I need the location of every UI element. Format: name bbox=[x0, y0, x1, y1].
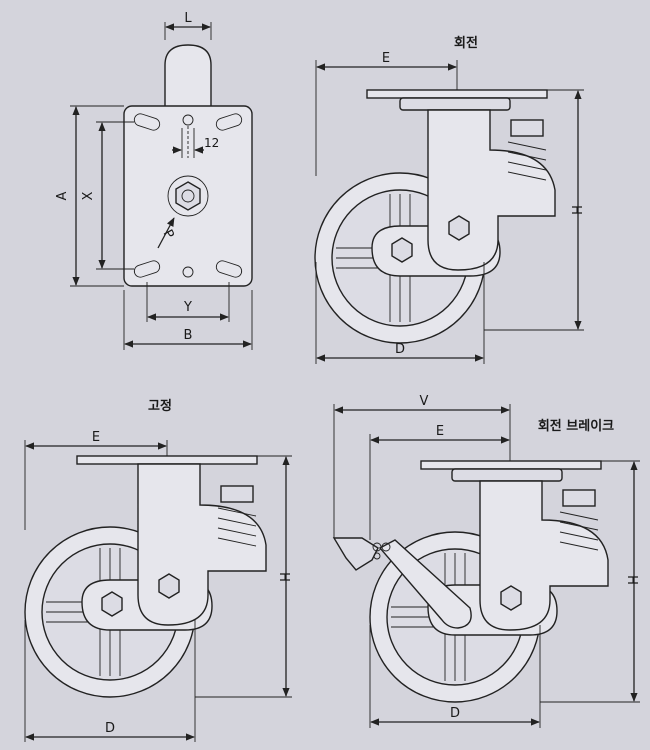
caption-swivel: 회전 bbox=[454, 35, 478, 51]
label-E-swivel: E bbox=[382, 51, 390, 66]
hole-top bbox=[182, 114, 194, 126]
mounting-slots bbox=[133, 113, 243, 278]
label-Y: Y bbox=[183, 300, 192, 315]
axle-nut bbox=[391, 237, 413, 263]
label-B: B bbox=[184, 328, 193, 343]
brake-pedal bbox=[332, 537, 379, 571]
label-H-brake: H bbox=[624, 575, 639, 585]
swivel-brake-caster-view: 회전 브레이크 V bbox=[332, 394, 640, 728]
swivel-bearing bbox=[451, 468, 563, 482]
spring-cap bbox=[510, 119, 544, 137]
label-E-brake: E bbox=[436, 424, 444, 439]
brake-lever bbox=[378, 539, 472, 629]
hole-bottom bbox=[182, 266, 194, 278]
kingpin-nut bbox=[448, 215, 470, 241]
spring bbox=[217, 507, 257, 547]
center-nut bbox=[175, 181, 201, 211]
spring bbox=[507, 141, 547, 181]
caption-fixed: 고정 bbox=[148, 398, 172, 414]
label-X: X bbox=[81, 191, 96, 200]
label-D-fixed: D bbox=[105, 721, 115, 736]
label-A: A bbox=[55, 191, 70, 200]
mount-plate bbox=[366, 89, 548, 99]
label-12: 12 bbox=[204, 136, 219, 150]
swivel-bearing bbox=[399, 97, 511, 111]
mount-plate bbox=[420, 460, 602, 470]
mount-plate bbox=[76, 455, 258, 465]
center-boss bbox=[167, 175, 209, 217]
label-E-fixed: E bbox=[92, 430, 100, 445]
swivel-caster-view: 회전 E bbox=[314, 35, 584, 364]
fixed-caster-view: 고정 E H bbox=[24, 398, 292, 742]
top-plate-view: L 12 A X P Y B bbox=[55, 11, 253, 350]
label-V-brake: V bbox=[420, 394, 429, 409]
axle-nut bbox=[101, 591, 123, 617]
spring-cap bbox=[562, 489, 596, 507]
kingpin-nut bbox=[158, 573, 180, 599]
spring-cap bbox=[220, 485, 254, 503]
kingpin-nut bbox=[500, 585, 522, 611]
label-L: L bbox=[184, 11, 192, 26]
label-H-fixed: H bbox=[276, 572, 291, 582]
spring bbox=[559, 511, 599, 551]
label-H-swivel: H bbox=[568, 205, 583, 215]
label-D-brake: D bbox=[450, 706, 460, 721]
caption-swivel-brake: 회전 브레이크 bbox=[538, 418, 614, 434]
kingpin-housing bbox=[164, 44, 212, 108]
label-D-swivel: D bbox=[395, 342, 405, 357]
